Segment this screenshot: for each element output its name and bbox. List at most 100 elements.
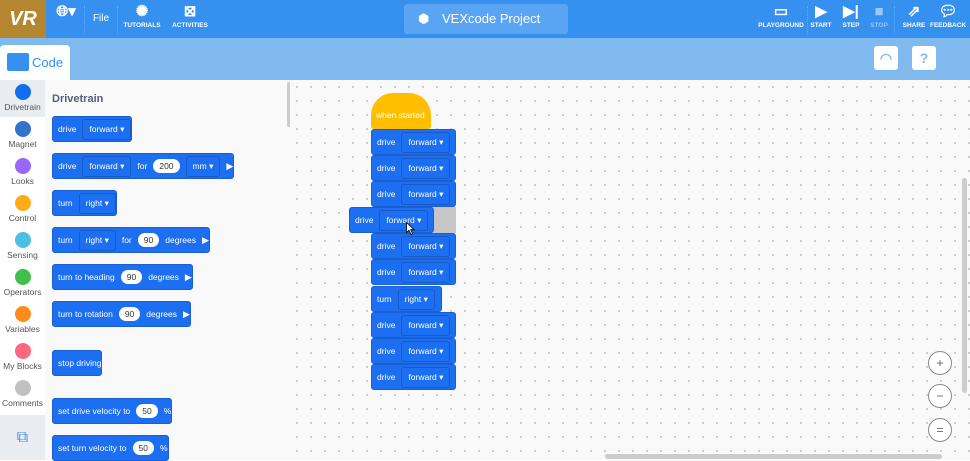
- activities-button[interactable]: ⊠ACTIVITIES: [170, 0, 210, 38]
- activities-icon: ⊠: [183, 3, 197, 20]
- when-started-block[interactable]: when started: [371, 93, 431, 129]
- script-block[interactable]: drive forward: [371, 181, 456, 207]
- run-icon[interactable]: ▶: [184, 271, 192, 282]
- category-dot-icon: [14, 269, 31, 285]
- zoom-out-button[interactable]: −: [928, 384, 952, 408]
- block-dropdown[interactable]: forward: [82, 118, 132, 140]
- block-dropdown[interactable]: forward: [401, 131, 451, 153]
- block-dropdown[interactable]: right: [397, 288, 435, 310]
- block-dropdown[interactable]: forward: [379, 209, 429, 231]
- share-button[interactable]: ⇗SHARE: [902, 0, 926, 38]
- script-block[interactable]: drive forward: [371, 233, 456, 259]
- run-icon[interactable]: ▶: [183, 308, 190, 319]
- block-number-input[interactable]: 90: [120, 270, 143, 284]
- script-block[interactable]: drive forward: [371, 338, 456, 364]
- tutorials-button[interactable]: ✺TUTORIALS: [122, 0, 162, 38]
- globe-icon: 🌐︎▾: [56, 3, 76, 20]
- zoom-reset-button[interactable]: =: [928, 418, 952, 442]
- category-my-blocks[interactable]: My Blocks: [0, 339, 45, 376]
- category-operators[interactable]: Operators: [0, 265, 45, 302]
- category-dot-icon: [14, 84, 31, 100]
- category-sensing[interactable]: Sensing: [0, 228, 45, 265]
- block-label: set drive velocity to: [58, 406, 131, 416]
- block-label: drive: [355, 215, 374, 225]
- block-label: degrees: [148, 272, 179, 282]
- category-variables[interactable]: Variables: [0, 302, 45, 339]
- category-dot-icon: [14, 306, 31, 322]
- block-dropdown[interactable]: forward: [401, 235, 451, 257]
- block-number-input[interactable]: 200: [153, 159, 180, 173]
- block-dropdown[interactable]: forward: [401, 183, 451, 205]
- zoom-in-icon: +: [936, 356, 944, 370]
- category-drivetrain[interactable]: Drivetrain: [0, 80, 45, 117]
- file-menu[interactable]: File: [92, 13, 110, 24]
- category-control[interactable]: Control: [0, 191, 45, 228]
- block-dropdown[interactable]: right: [78, 229, 116, 251]
- run-icon[interactable]: ▶: [201, 234, 209, 245]
- category-comments[interactable]: Comments: [0, 376, 45, 413]
- block-label: drive: [377, 346, 396, 356]
- feedback-button[interactable]: 💬︎FEEDBACK: [930, 0, 966, 38]
- block-dropdown[interactable]: forward: [401, 366, 451, 388]
- block-dropdown[interactable]: right: [78, 192, 116, 214]
- block-number-input[interactable]: 90: [118, 307, 141, 321]
- palette-scrollbar[interactable]: [287, 82, 291, 127]
- category-dot-icon: [14, 343, 31, 359]
- block-number-input[interactable]: 50: [132, 441, 154, 455]
- playground-button[interactable]: ▭PLAYGROUND: [757, 0, 805, 38]
- language-menu-button[interactable]: 🌐︎▾: [52, 0, 80, 38]
- block-dropdown[interactable]: forward: [401, 314, 451, 336]
- script-block[interactable]: turn right: [371, 286, 442, 312]
- block-dropdown[interactable]: forward: [401, 340, 451, 362]
- extensions-button[interactable]: ⧉: [0, 415, 45, 460]
- palette-block[interactable]: turn right: [52, 190, 117, 216]
- block-label: drive: [377, 189, 396, 199]
- block-dropdown[interactable]: forward: [401, 261, 451, 283]
- feedback-icon: 💬︎: [938, 3, 958, 20]
- run-icon[interactable]: ▶: [226, 160, 234, 171]
- dragged-block[interactable]: drive forward: [349, 207, 434, 233]
- stop-button[interactable]: ■STOP: [868, 0, 890, 38]
- start-button[interactable]: ▶START: [810, 0, 832, 38]
- block-number-input[interactable]: 50: [136, 404, 158, 418]
- block-label: drive: [377, 241, 396, 251]
- category-looks[interactable]: Looks: [0, 154, 45, 191]
- block-dropdown[interactable]: forward: [82, 155, 132, 177]
- block-label: turn: [58, 198, 73, 208]
- block-label: drive: [377, 137, 396, 147]
- category-dot-icon: [14, 195, 31, 211]
- palette-block[interactable]: set drive velocity to 50%: [52, 398, 173, 424]
- workspace-horizontal-scrollbar[interactable]: [605, 454, 942, 459]
- step-button[interactable]: ▶|STEP: [840, 0, 862, 38]
- category-magnet[interactable]: Magnet: [0, 117, 45, 154]
- script-block[interactable]: drive forward: [371, 129, 456, 155]
- tab-code[interactable]: Code: [0, 45, 70, 80]
- help-button[interactable]: ?: [912, 46, 936, 70]
- block-label: for: [137, 161, 148, 171]
- dashboard-button[interactable]: ◠: [874, 46, 898, 70]
- palette-block[interactable]: turnrightfor90degrees▶: [52, 227, 210, 253]
- zoom-reset-icon: =: [936, 423, 944, 437]
- workspace-vertical-scrollbar[interactable]: [962, 178, 967, 393]
- block-dropdown[interactable]: forward: [401, 157, 451, 179]
- block-number-input[interactable]: 90: [137, 233, 160, 247]
- palette-block[interactable]: stop driving: [52, 350, 103, 376]
- category-dot-icon: [14, 232, 31, 248]
- project-name[interactable]: ⬢VEXcode Project: [404, 4, 568, 34]
- block-label: turn: [377, 294, 392, 304]
- block-dropdown[interactable]: mm: [185, 155, 221, 177]
- block-label: %: [163, 406, 172, 416]
- palette-block[interactable]: driveforwardfor200mm▶: [52, 153, 235, 179]
- zoom-in-button[interactable]: +: [928, 351, 952, 375]
- block-label: %: [159, 443, 168, 453]
- block-label: degrees: [146, 309, 177, 319]
